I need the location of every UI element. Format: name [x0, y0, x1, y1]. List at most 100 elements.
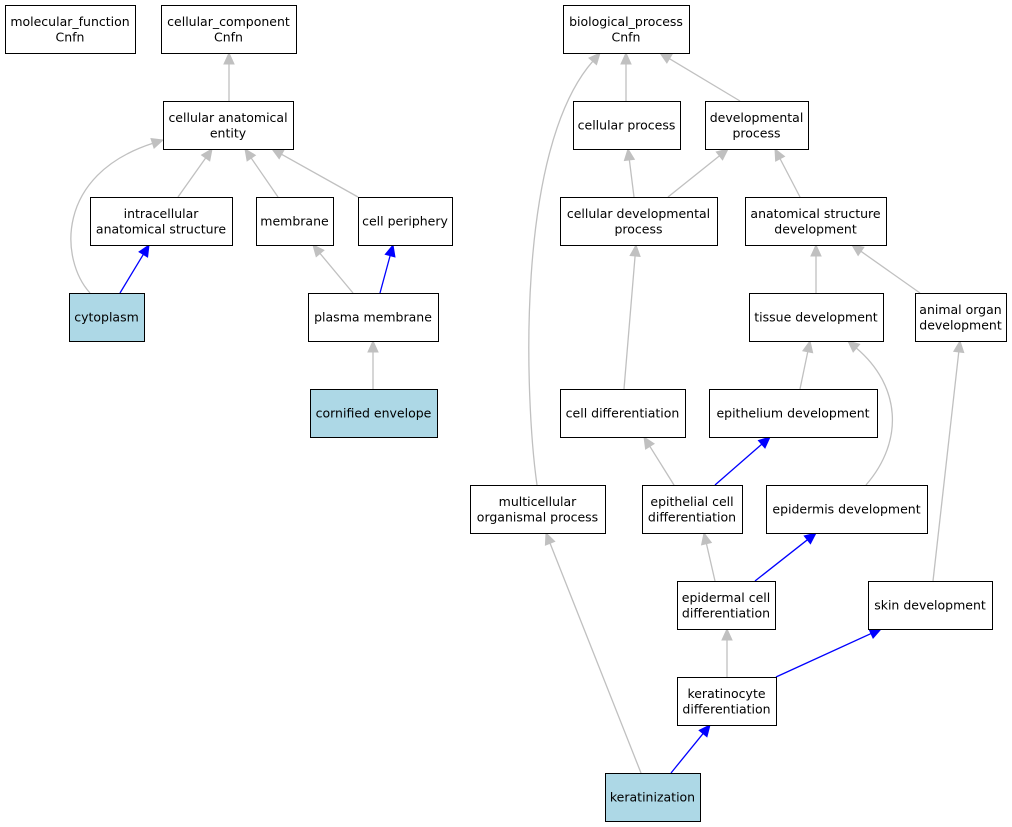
- node-box: [470, 485, 606, 534]
- node-label-line: membrane: [260, 214, 329, 229]
- node-label-line: organismal process: [477, 509, 598, 524]
- edge-arrowhead: [847, 340, 861, 353]
- node-box: [161, 5, 297, 54]
- node-label-line: development: [774, 221, 857, 236]
- edge-line: [119, 254, 144, 294]
- edge-ed-td-is_a: [799, 339, 814, 390]
- node-label-line: Cnfn: [214, 29, 243, 44]
- edge-cdp-dp-is_a: [667, 148, 729, 198]
- node-cyto[interactable]: cytoplasm: [69, 293, 145, 342]
- node-cd[interactable]: cell differentiation: [560, 389, 686, 438]
- node-pm[interactable]: plasma membrane: [308, 293, 439, 342]
- edge-ker-mop-is_a: [544, 531, 642, 774]
- edge-line: [799, 351, 809, 390]
- edge-aod-asd-is_a: [851, 244, 921, 294]
- node-sd[interactable]: skin development: [868, 581, 993, 630]
- edge-arrowhead: [138, 243, 150, 258]
- node-box: [749, 293, 884, 342]
- edge-ias-cae-is_a: [177, 148, 213, 198]
- edge-arrowhead: [620, 51, 632, 65]
- node-label-line: anatomical structure: [96, 221, 226, 236]
- edge-arrowhead: [223, 51, 235, 65]
- edge-td-asd-is_a: [810, 243, 822, 293]
- node-label-line: multicellular: [499, 494, 578, 509]
- edge-line: [177, 157, 207, 198]
- edge-arrowhead: [810, 243, 822, 257]
- node-label-line: animal organ: [919, 302, 1001, 317]
- edge-arrowhead: [801, 339, 814, 354]
- edge-layer: [70, 51, 965, 774]
- node-cp[interactable]: cellular process: [573, 101, 681, 150]
- edge-arrowhead: [623, 147, 636, 162]
- edge-arrowhead: [700, 531, 713, 546]
- edge-mop-bp-is_a: [528, 52, 601, 486]
- edge-arrowhead: [774, 147, 786, 162]
- node-box: [868, 581, 993, 630]
- edge-arrowhead: [952, 339, 965, 354]
- node-label-line: intracellular: [124, 206, 200, 221]
- edge-arrowhead: [384, 243, 396, 258]
- edge-arrowhead: [803, 532, 817, 545]
- edge-cae-cc-is_a: [223, 51, 235, 101]
- node-label-line: differentiation: [682, 605, 770, 620]
- edge-arrowhead: [588, 52, 601, 66]
- node-cper[interactable]: cell periphery: [358, 197, 453, 246]
- node-box: [642, 485, 743, 534]
- edge-line: [250, 157, 279, 198]
- edge-line: [670, 733, 704, 774]
- edge-line: [754, 539, 808, 582]
- node-ce[interactable]: cornified envelope: [310, 389, 438, 438]
- node-label-line: tissue development: [754, 310, 878, 325]
- edge-pm-cper-part_of: [379, 243, 396, 294]
- node-label-line: biological_process: [569, 14, 683, 29]
- node-label-line: differentiation: [648, 509, 736, 524]
- edge-arrowhead: [757, 436, 771, 449]
- node-box: [709, 389, 878, 438]
- edge-line: [775, 632, 872, 678]
- edge-cp-bp-is_a: [620, 51, 632, 101]
- edge-line: [705, 543, 716, 582]
- edge-arrowhead: [643, 435, 655, 450]
- node-ker[interactable]: keratinization: [605, 773, 701, 822]
- node-box: [560, 389, 686, 438]
- node-ed[interactable]: epithelium development: [709, 389, 878, 438]
- edge-kd-epcd-is_a: [721, 627, 733, 677]
- node-label-line: cellular anatomical: [168, 110, 287, 125]
- edge-arrowhead: [868, 628, 883, 640]
- node-mem[interactable]: membrane: [256, 197, 334, 246]
- node-box: [745, 197, 887, 246]
- edge-arrowhead: [715, 148, 729, 161]
- node-label-line: process: [614, 221, 662, 236]
- node-td[interactable]: tissue development: [749, 293, 884, 342]
- node-label-line: cornified envelope: [316, 406, 432, 421]
- edge-epcd-ecd-is_a: [700, 531, 716, 582]
- edge-line: [319, 253, 354, 294]
- node-box: [256, 197, 334, 246]
- edge-arrowhead: [150, 138, 165, 150]
- edge-line: [549, 542, 642, 774]
- edge-line: [623, 255, 636, 390]
- node-epd[interactable]: epidermis development: [766, 485, 928, 534]
- edge-cper-cae-is_a: [270, 148, 359, 198]
- edge-arrowhead: [200, 148, 213, 162]
- edge-line: [667, 155, 720, 198]
- node-box: [915, 293, 1007, 342]
- node-label-line: cytoplasm: [74, 310, 139, 325]
- node-box: [677, 677, 777, 726]
- edge-line: [628, 159, 635, 198]
- edge-dp-bp-is_a: [658, 52, 741, 102]
